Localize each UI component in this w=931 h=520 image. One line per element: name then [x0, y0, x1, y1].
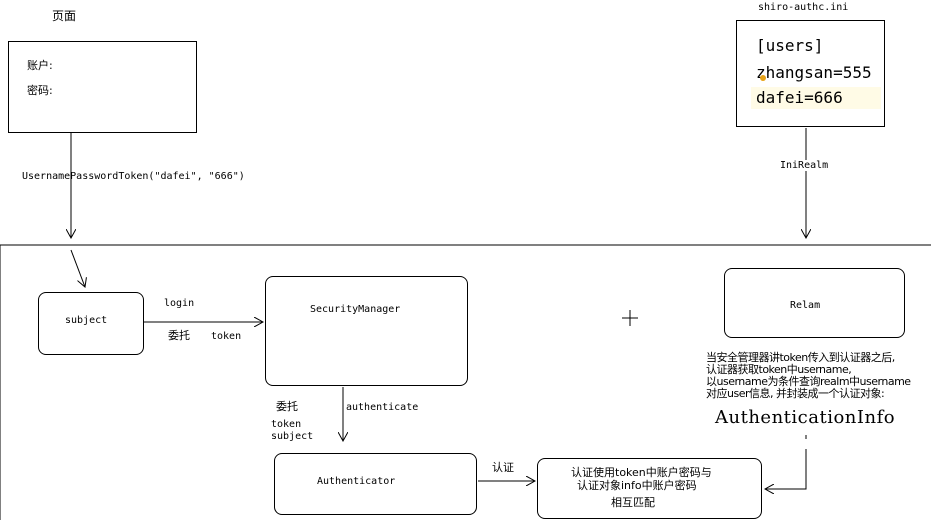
- login-form-box: 账户: 密码:: [8, 41, 197, 133]
- password-label: 密码:: [27, 84, 53, 97]
- edge-login-label: login: [164, 298, 195, 309]
- line-highlight: [751, 87, 881, 109]
- subject-box: subject: [38, 292, 144, 355]
- edge-login-token-label: token: [211, 331, 242, 342]
- edge-auth-subject-label: subject: [271, 431, 314, 442]
- realm-note-line-1: 当安全管理器讲token传入到认证器之后,: [706, 351, 895, 364]
- ini-line-zhangsan: zhangsan=555: [756, 63, 872, 82]
- match-line-1: 认证使用token中账户密码与: [571, 466, 712, 479]
- match-box: 认证使用token中账户密码与 认证对象info中账户密码 相互匹配: [537, 458, 762, 519]
- realm-note: 当安全管理器讲token传入到认证器之后, 认证器获取token中usernam…: [706, 351, 930, 401]
- ini-line-dafei: dafei=666: [756, 88, 843, 107]
- cursor-dot-icon: [760, 75, 766, 81]
- arrow-into-subject: [70, 249, 85, 287]
- ini-filename: shiro-authc.ini: [758, 2, 849, 13]
- authenticator-label: Authenticator: [317, 476, 396, 487]
- authenticator-box: Authenticator: [274, 453, 477, 515]
- page-label: 页面: [52, 9, 77, 23]
- edge-verify-label: 认证: [492, 461, 514, 474]
- subject-box-label: subject: [65, 315, 108, 326]
- ini-line-users: [users]: [756, 36, 824, 55]
- security-manager-box: SecurityManager: [265, 276, 468, 386]
- system-frame: [0, 244, 931, 520]
- realm-note-line-3: 以username为条件查询realm中username: [706, 375, 911, 389]
- realm-note-line-2: 认证器获取token中username,: [706, 363, 852, 377]
- crosshair-cursor-icon: [622, 310, 638, 326]
- match-line-2: 认证对象info中账户密码: [577, 479, 697, 492]
- edge-auth-token-label: token: [271, 419, 302, 430]
- arrow-realm-to-match: [765, 449, 807, 489]
- account-label: 账户:: [27, 59, 53, 72]
- ini-file-box: [users] zhangsan=555 dafei=666: [736, 20, 885, 127]
- edge-auth-delegate-label: 委托: [276, 400, 298, 413]
- realm-box: Relam: [724, 268, 905, 338]
- authentication-info-label: AuthenticationInfo: [715, 407, 896, 428]
- token-call-label: UsernamePasswordToken("dafei", "666"): [22, 171, 245, 182]
- ini-realm-label: IniRealm: [780, 160, 829, 171]
- realm-box-label: Relam: [790, 300, 821, 311]
- edge-login-delegate-label: 委托: [168, 329, 190, 342]
- edge-authenticate-label: authenticate: [346, 402, 419, 413]
- realm-note-line-4: 对应user信息, 并封装成一个认证对象:: [706, 387, 885, 401]
- security-manager-label: SecurityManager: [310, 304, 401, 315]
- match-line-3: 相互匹配: [611, 496, 655, 509]
